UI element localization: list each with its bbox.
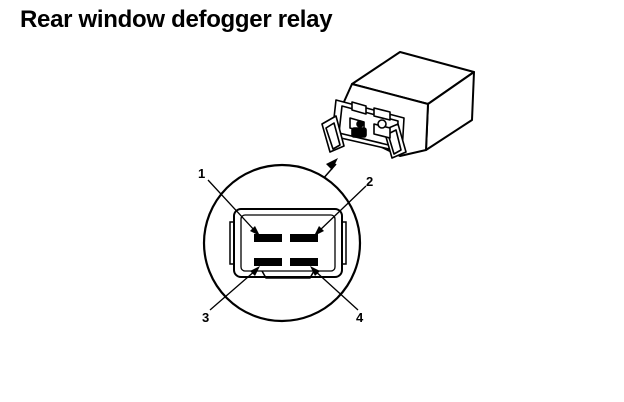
pin-label-2: 2 (366, 174, 373, 189)
pin-1 (254, 234, 282, 242)
relay-body (333, 51, 475, 157)
pin-label-3: 3 (202, 310, 209, 325)
leader-lines (207, 179, 367, 311)
pin-4 (290, 258, 318, 266)
pin-label-4: 4 (356, 310, 364, 325)
relay-latches (321, 115, 407, 159)
pin-2 (290, 234, 318, 242)
pin-label-1: 1 (198, 166, 205, 181)
pin-3 (254, 258, 282, 266)
diagram-title: Rear window defogger relay (20, 6, 333, 33)
connector-detail (202, 163, 362, 323)
relay-terminals (349, 101, 391, 139)
